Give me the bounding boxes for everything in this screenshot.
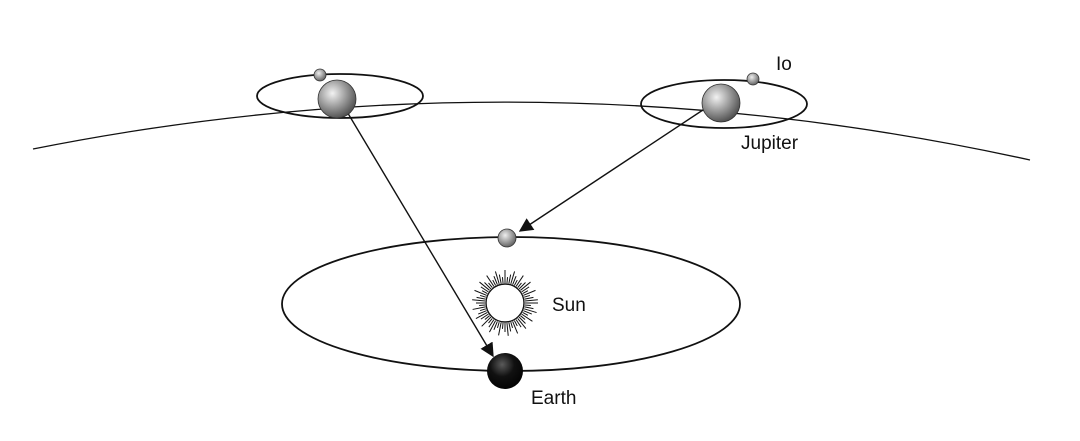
sun-ray [492,279,497,286]
sun-ray [479,308,487,312]
sun-ray [523,294,531,298]
light-path-right-arrow [518,99,719,232]
sun-ray [479,281,490,291]
sun-ray [515,319,522,328]
sun-ray [522,290,529,295]
io-right [746,72,760,86]
sun-ray [520,281,531,291]
sun-ray [488,282,493,288]
sun-ray [486,275,495,287]
sun-ray [480,286,489,293]
sun-ray [512,276,517,285]
jupiter-label: Jupiter [741,133,799,154]
io-label: Io [776,54,792,75]
earth-far-position [497,228,517,248]
sun-ray [479,294,487,298]
sun-ray [521,286,530,293]
jupiter-right [701,83,741,123]
sun-ray [523,289,536,296]
sun-label: Sun [552,295,586,316]
sun-ray [498,322,502,336]
sun-ray [510,321,514,329]
sun-ray [522,311,529,316]
sun-ray [513,279,518,286]
sun-ray [475,311,488,320]
jupiter-orbit [32,101,1031,161]
sun-ray [493,276,498,285]
sun-ray [496,321,500,329]
sun-ray [484,315,490,320]
sun-ray [493,321,498,330]
sun-ray [501,322,504,329]
sun-ray [488,318,493,324]
sun-ray [488,320,497,333]
earth [487,353,523,389]
sun-ray [472,299,486,302]
sun-ray [524,304,531,307]
jupiter-left [317,79,357,119]
sun-ray [523,308,537,314]
sun-ray [498,274,502,284]
sun-ray [481,290,488,295]
sun-ray [481,316,492,327]
sun-ray [521,313,533,322]
sun-ray [524,296,534,300]
sun-ray [518,316,526,324]
sun-ray [480,313,489,320]
sun-ray [494,271,500,285]
io-orbit-right [640,79,808,129]
sun-ray [524,299,538,302]
sun-ray [515,275,524,287]
sun-ray [518,282,526,290]
sun-ray [479,304,486,307]
sun-ray [524,306,534,310]
io-left [313,68,327,82]
sun-ray [512,321,519,334]
sun-ray [506,322,509,336]
sun-ray [488,319,495,328]
sun-ray [513,320,518,327]
sun-ray [523,310,532,315]
sun-ray [484,282,492,290]
sun-icon [472,270,538,336]
sun-ray [501,277,504,284]
sun-ray [506,277,509,284]
sun-ray [508,322,512,332]
sun-ray [476,296,486,300]
earth-label: Earth [531,388,576,409]
sun-ray [517,318,527,329]
light-path-left-arrow [339,99,494,358]
sun-ray [508,274,512,284]
sun-ray [517,282,522,288]
sun-ray [510,271,516,285]
sun-ray [478,310,487,315]
sun-ray [520,315,526,320]
sun-ray [474,289,487,296]
sun-ray [472,306,486,310]
